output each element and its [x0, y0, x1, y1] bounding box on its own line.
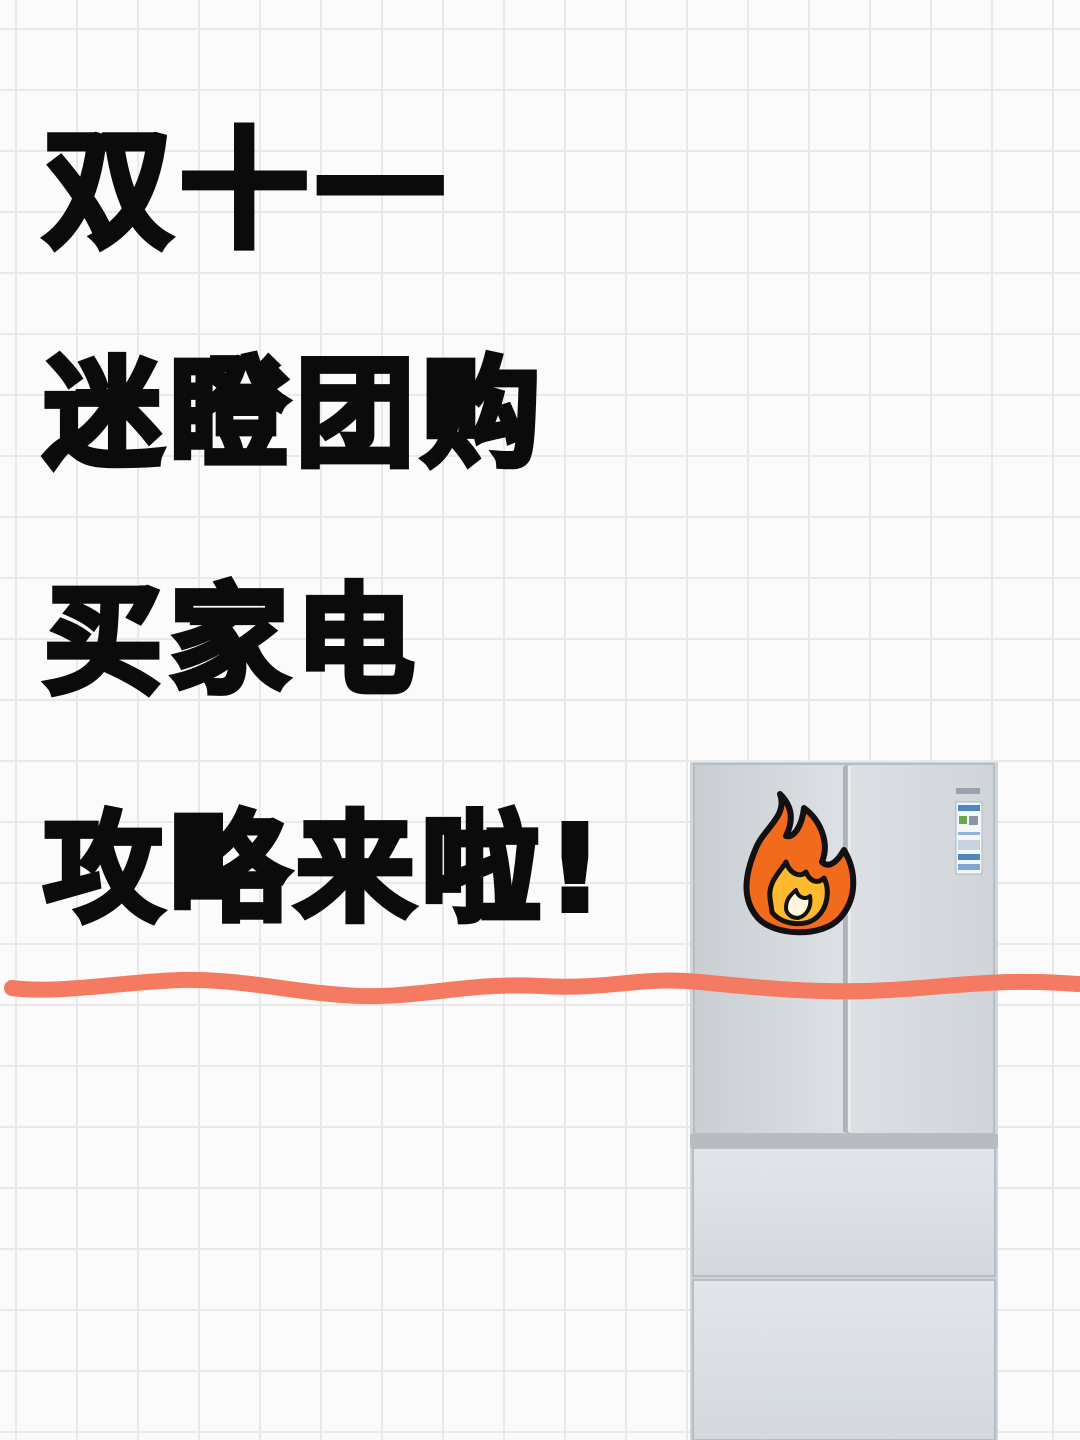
- headline-line-3: 买家电: [41, 572, 423, 710]
- headline-line-4: 攻略来啦!: [41, 800, 610, 938]
- headline-line-2: 迷瞪团购: [41, 345, 549, 483]
- wavy-underline: [4, 971, 1080, 1005]
- headline-line-1: 双十一: [41, 117, 453, 266]
- fire-icon: [743, 791, 857, 936]
